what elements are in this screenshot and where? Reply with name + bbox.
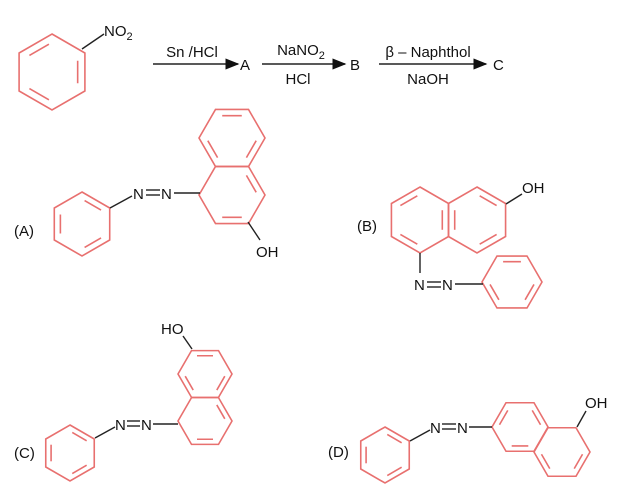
double-bond xyxy=(479,195,498,207)
double-bond xyxy=(84,237,102,249)
option-d[interactable]: (D) N N OH xyxy=(328,395,608,461)
option-label: (D) xyxy=(328,444,349,461)
nitrogen-atom: N xyxy=(141,417,152,434)
naphthalene-ring xyxy=(533,426,591,478)
double-bond xyxy=(386,466,403,477)
nitrobenzene-ring xyxy=(18,33,86,111)
step3-reagent-bottom: NaOH xyxy=(407,71,449,88)
double-bond xyxy=(71,464,88,475)
naphthalene-ring xyxy=(198,165,266,225)
nitro-group: NO2 xyxy=(104,23,133,43)
step3-reagent-top: β – Naphthol xyxy=(385,44,470,61)
hydroxyl-group: OH xyxy=(256,244,279,261)
double-bond xyxy=(71,431,88,442)
double-bond xyxy=(524,284,535,301)
double-bond xyxy=(479,233,498,245)
option-a[interactable]: (A) N N OH xyxy=(14,186,279,261)
option-label: (B) xyxy=(357,218,377,235)
product-c-label: C xyxy=(493,57,504,74)
naphthalene-ring xyxy=(390,186,450,254)
double-bond xyxy=(245,174,257,193)
bond xyxy=(247,221,261,241)
hydroxyl-group: OH xyxy=(585,395,608,412)
bond xyxy=(109,195,133,209)
bond xyxy=(505,193,523,205)
product-b-label: B xyxy=(350,57,360,74)
nitrogen-atom: N xyxy=(115,417,126,434)
naphthalene-ring xyxy=(198,108,266,168)
double-bond xyxy=(207,140,219,159)
double-bond xyxy=(399,195,418,207)
bond xyxy=(182,335,193,350)
double-bond xyxy=(216,404,226,420)
hydroxyl-group: HO xyxy=(161,321,184,338)
product-a-label: A xyxy=(240,57,250,74)
nitrogen-atom: N xyxy=(430,420,441,437)
nitrogen-atom: N xyxy=(414,277,425,294)
double-bond xyxy=(540,453,551,470)
nitrogen-atom: N xyxy=(442,277,453,294)
double-bond xyxy=(184,375,194,391)
bond xyxy=(94,426,116,439)
double-bond xyxy=(29,87,50,101)
double-bond xyxy=(216,375,226,391)
naphthalene-ring xyxy=(491,401,549,453)
double-bond xyxy=(399,233,418,245)
phenyl-ring xyxy=(481,255,543,309)
double-bond xyxy=(489,284,500,301)
option-b[interactable]: (B) OH N N xyxy=(357,180,545,294)
phenyl-ring xyxy=(53,191,111,257)
double-bond xyxy=(573,453,584,470)
hydroxyl-group: OH xyxy=(522,180,545,197)
step1-reagent: Sn /HCl xyxy=(166,44,218,61)
nitrogen-atom: N xyxy=(161,186,172,203)
double-bond xyxy=(498,409,509,426)
double-bond xyxy=(531,409,542,426)
phenyl-ring xyxy=(44,424,96,482)
nitro-bond xyxy=(81,33,105,50)
naphthalene-ring xyxy=(177,396,233,446)
option-c[interactable]: (C) HO N N xyxy=(14,321,193,462)
double-bond xyxy=(386,433,403,444)
step2-reagent-top: NaNO2 xyxy=(277,42,325,62)
step2-reagent-bottom: HCl xyxy=(286,71,311,88)
double-bond xyxy=(29,43,50,57)
option-label: (C) xyxy=(14,445,35,462)
double-bond xyxy=(84,199,102,211)
nitrogen-atom: N xyxy=(133,186,144,203)
nitrogen-atom: N xyxy=(457,420,468,437)
bond xyxy=(576,410,587,428)
phenyl-ring xyxy=(359,426,411,484)
double-bond xyxy=(245,140,257,159)
naphthalene-ring xyxy=(447,186,507,254)
bond xyxy=(409,429,431,442)
naphthalene-ring xyxy=(177,349,233,399)
option-label: (A) xyxy=(14,223,34,240)
